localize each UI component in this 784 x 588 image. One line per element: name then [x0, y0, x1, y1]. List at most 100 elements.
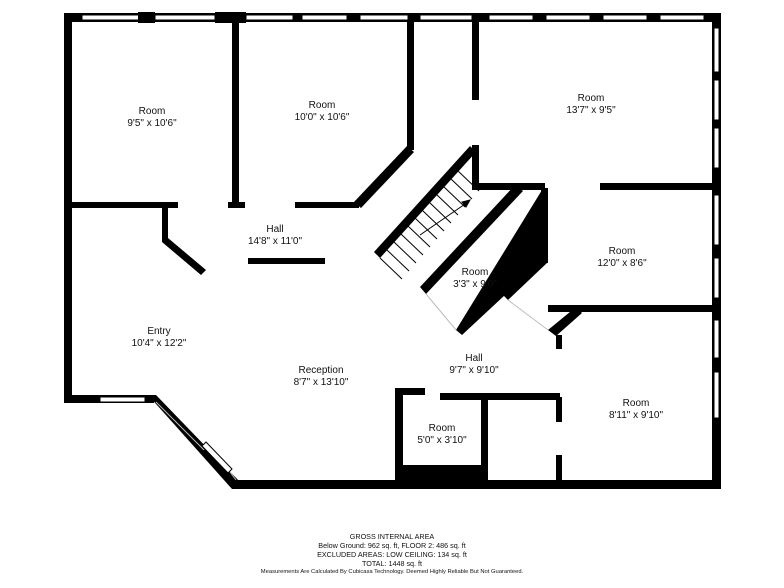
window	[713, 27, 720, 73]
wall	[440, 393, 560, 400]
door-line	[229, 471, 237, 481]
room-size: 9'5" x 10'6"	[127, 118, 177, 129]
room-name: Room	[309, 100, 336, 111]
stair-line	[400, 233, 424, 256]
stair-line	[442, 185, 466, 208]
stair-line	[386, 249, 410, 272]
wall	[456, 190, 548, 335]
window	[713, 127, 720, 169]
wall	[232, 20, 239, 208]
wall	[374, 146, 476, 258]
wall	[472, 183, 545, 190]
window	[713, 319, 720, 359]
window	[301, 14, 348, 21]
wall	[295, 202, 359, 208]
window	[713, 371, 720, 419]
wall	[548, 307, 582, 336]
area-line: EXCLUDED AREAS: LOW CEILING: 134 sq. ft	[317, 550, 467, 559]
room-size: 13'7" x 9'5"	[566, 105, 616, 116]
wall	[248, 258, 325, 264]
window	[488, 14, 534, 21]
wall	[395, 388, 425, 395]
room-size: 8'11" x 9'10"	[609, 410, 664, 421]
wall	[556, 397, 562, 422]
stair-line	[428, 201, 452, 224]
door-line	[507, 299, 549, 331]
wall	[215, 12, 246, 23]
interior-walls	[64, 12, 720, 485]
stair-line	[456, 169, 480, 192]
wall	[556, 455, 562, 485]
wall	[600, 183, 720, 190]
room-name: Entry	[147, 326, 170, 337]
room-labels: Room 9'5" x 10'6" Room 10'0" x 10'6" Roo…	[127, 93, 663, 446]
window	[419, 14, 473, 21]
stair-line	[407, 225, 431, 248]
area-summary: GROSS INTERNAL AREA Below Ground: 962 sq…	[0, 532, 784, 577]
window	[81, 14, 141, 21]
window	[201, 441, 233, 474]
wall	[354, 146, 414, 208]
area-total: TOTAL: 1448 sq. ft	[361, 559, 423, 568]
window	[545, 14, 591, 21]
wall	[407, 20, 414, 150]
wall	[395, 465, 487, 485]
room-name: Room	[578, 93, 605, 104]
door-openings	[155, 293, 549, 481]
room-name: Hall	[266, 224, 283, 235]
room-size: 3'3" x 9'0"	[453, 279, 497, 290]
room-name: Reception	[298, 365, 343, 376]
wall	[472, 145, 479, 190]
wall	[548, 305, 720, 312]
room-name: Hall	[465, 353, 482, 364]
area-title: GROSS INTERNAL AREA	[349, 532, 435, 541]
wall	[541, 188, 548, 263]
stair-line	[449, 177, 473, 200]
window	[99, 396, 146, 403]
room-size: 5'0" x 3'10"	[417, 435, 467, 446]
wall	[472, 20, 479, 100]
stair-line	[414, 217, 438, 240]
room-size: 12'0" x 8'6"	[597, 258, 647, 269]
stair-line	[393, 241, 417, 264]
window	[245, 14, 294, 21]
room-name: Room	[429, 423, 456, 434]
window	[359, 14, 409, 21]
window	[602, 14, 648, 21]
area-line: Below Ground: 962 sq. ft, FLOOR 2: 486 s…	[318, 541, 466, 550]
disclaimer: Measurements Are Calculated By Cubicasa …	[260, 569, 524, 575]
wall-right	[712, 13, 721, 489]
room-name: Room	[609, 246, 636, 257]
stair-arrow-icon	[461, 199, 472, 208]
stair-direction	[419, 201, 469, 236]
room-size: 10'4" x 12'2"	[132, 338, 187, 349]
stair-line	[421, 209, 445, 232]
wall	[138, 12, 155, 23]
wall	[64, 202, 178, 208]
wall	[502, 255, 548, 300]
wall	[395, 388, 403, 480]
wall	[228, 202, 245, 208]
door-line	[155, 401, 205, 451]
window	[713, 257, 720, 299]
stair-line	[379, 257, 403, 280]
wall	[420, 185, 523, 294]
room-size: 8'7" x 13'10"	[294, 377, 349, 388]
room-name: Room	[139, 106, 166, 117]
window	[713, 79, 720, 121]
wall-diagonal-bottom-left	[148, 395, 240, 489]
window	[659, 14, 705, 21]
room-size: 9'7" x 9'10"	[449, 365, 499, 376]
wall	[162, 207, 206, 275]
room-name: Room	[623, 398, 650, 409]
wall	[556, 335, 562, 349]
staircase	[379, 169, 480, 280]
windows	[81, 14, 720, 474]
wall	[481, 398, 488, 483]
window	[713, 194, 720, 246]
door-line	[425, 293, 457, 331]
window	[154, 14, 216, 21]
room-size: 10'0" x 10'6"	[295, 112, 350, 123]
room-name: Room	[462, 267, 489, 278]
